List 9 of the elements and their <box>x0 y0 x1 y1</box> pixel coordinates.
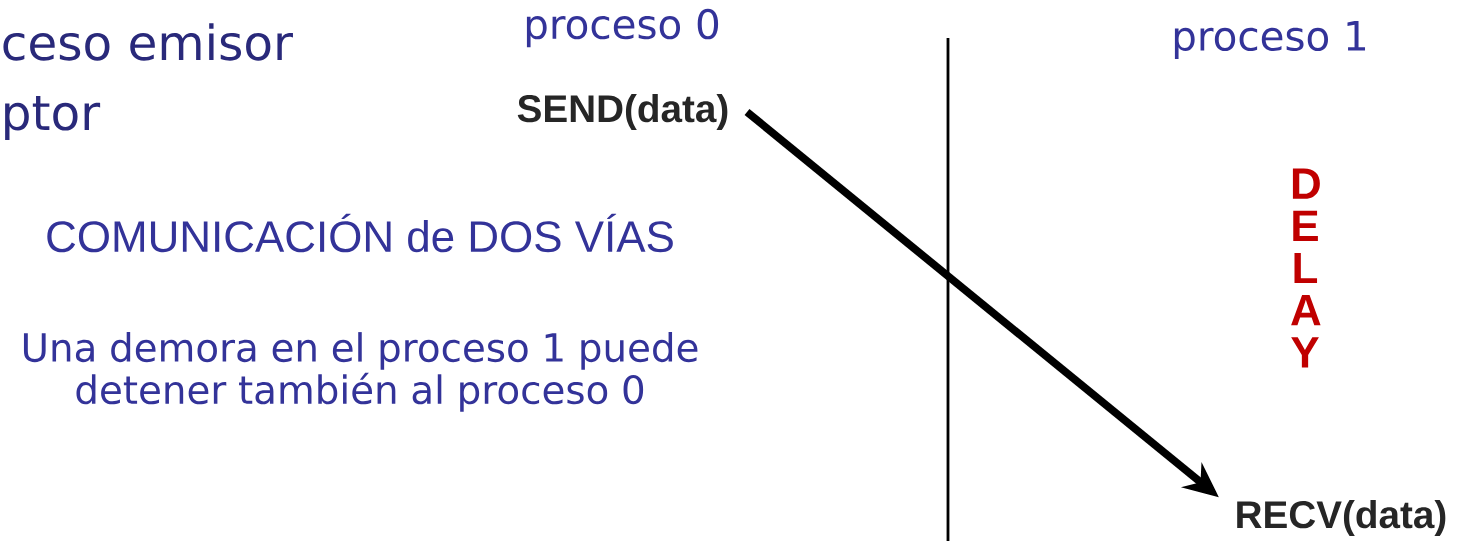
heading-text: ptor <box>5 95 101 141</box>
title-text: COMUNICACIÓN de DOS VÍAS <box>47 213 673 253</box>
code-text: RECV(data) <box>1237 500 1446 536</box>
description-text: Una demora en el proceso 1 puede detener también al proceso 0 <box>23 332 698 412</box>
process-label: proceso 1 <box>1174 21 1365 59</box>
vertical-text: D E L A Y <box>1291 168 1321 368</box>
process-label: proceso 0 <box>526 8 719 48</box>
code-text: SEND(data) <box>517 94 728 130</box>
heading-text: ceso emisor <box>3 23 293 61</box>
